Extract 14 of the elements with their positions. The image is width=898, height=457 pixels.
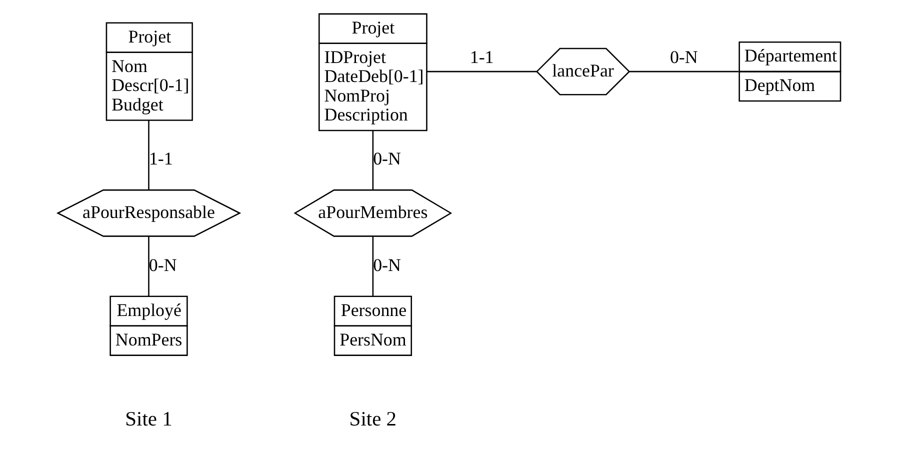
edge-label: 1-1 — [470, 46, 494, 67]
connector — [148, 120, 150, 190]
edge-label: 0-N — [373, 255, 401, 276]
connector — [372, 236, 374, 296]
connector — [372, 130, 374, 190]
label: Site 2 — [349, 408, 397, 431]
connector — [427, 70, 537, 72]
edge-label: 1-1 — [148, 148, 173, 169]
edge-label: 0-N — [373, 148, 401, 169]
connector — [629, 70, 738, 72]
connector — [148, 236, 150, 296]
label: Site 1 — [125, 408, 172, 431]
edge-label: 0-N — [670, 46, 698, 67]
edge-label: 0-N — [148, 255, 177, 276]
